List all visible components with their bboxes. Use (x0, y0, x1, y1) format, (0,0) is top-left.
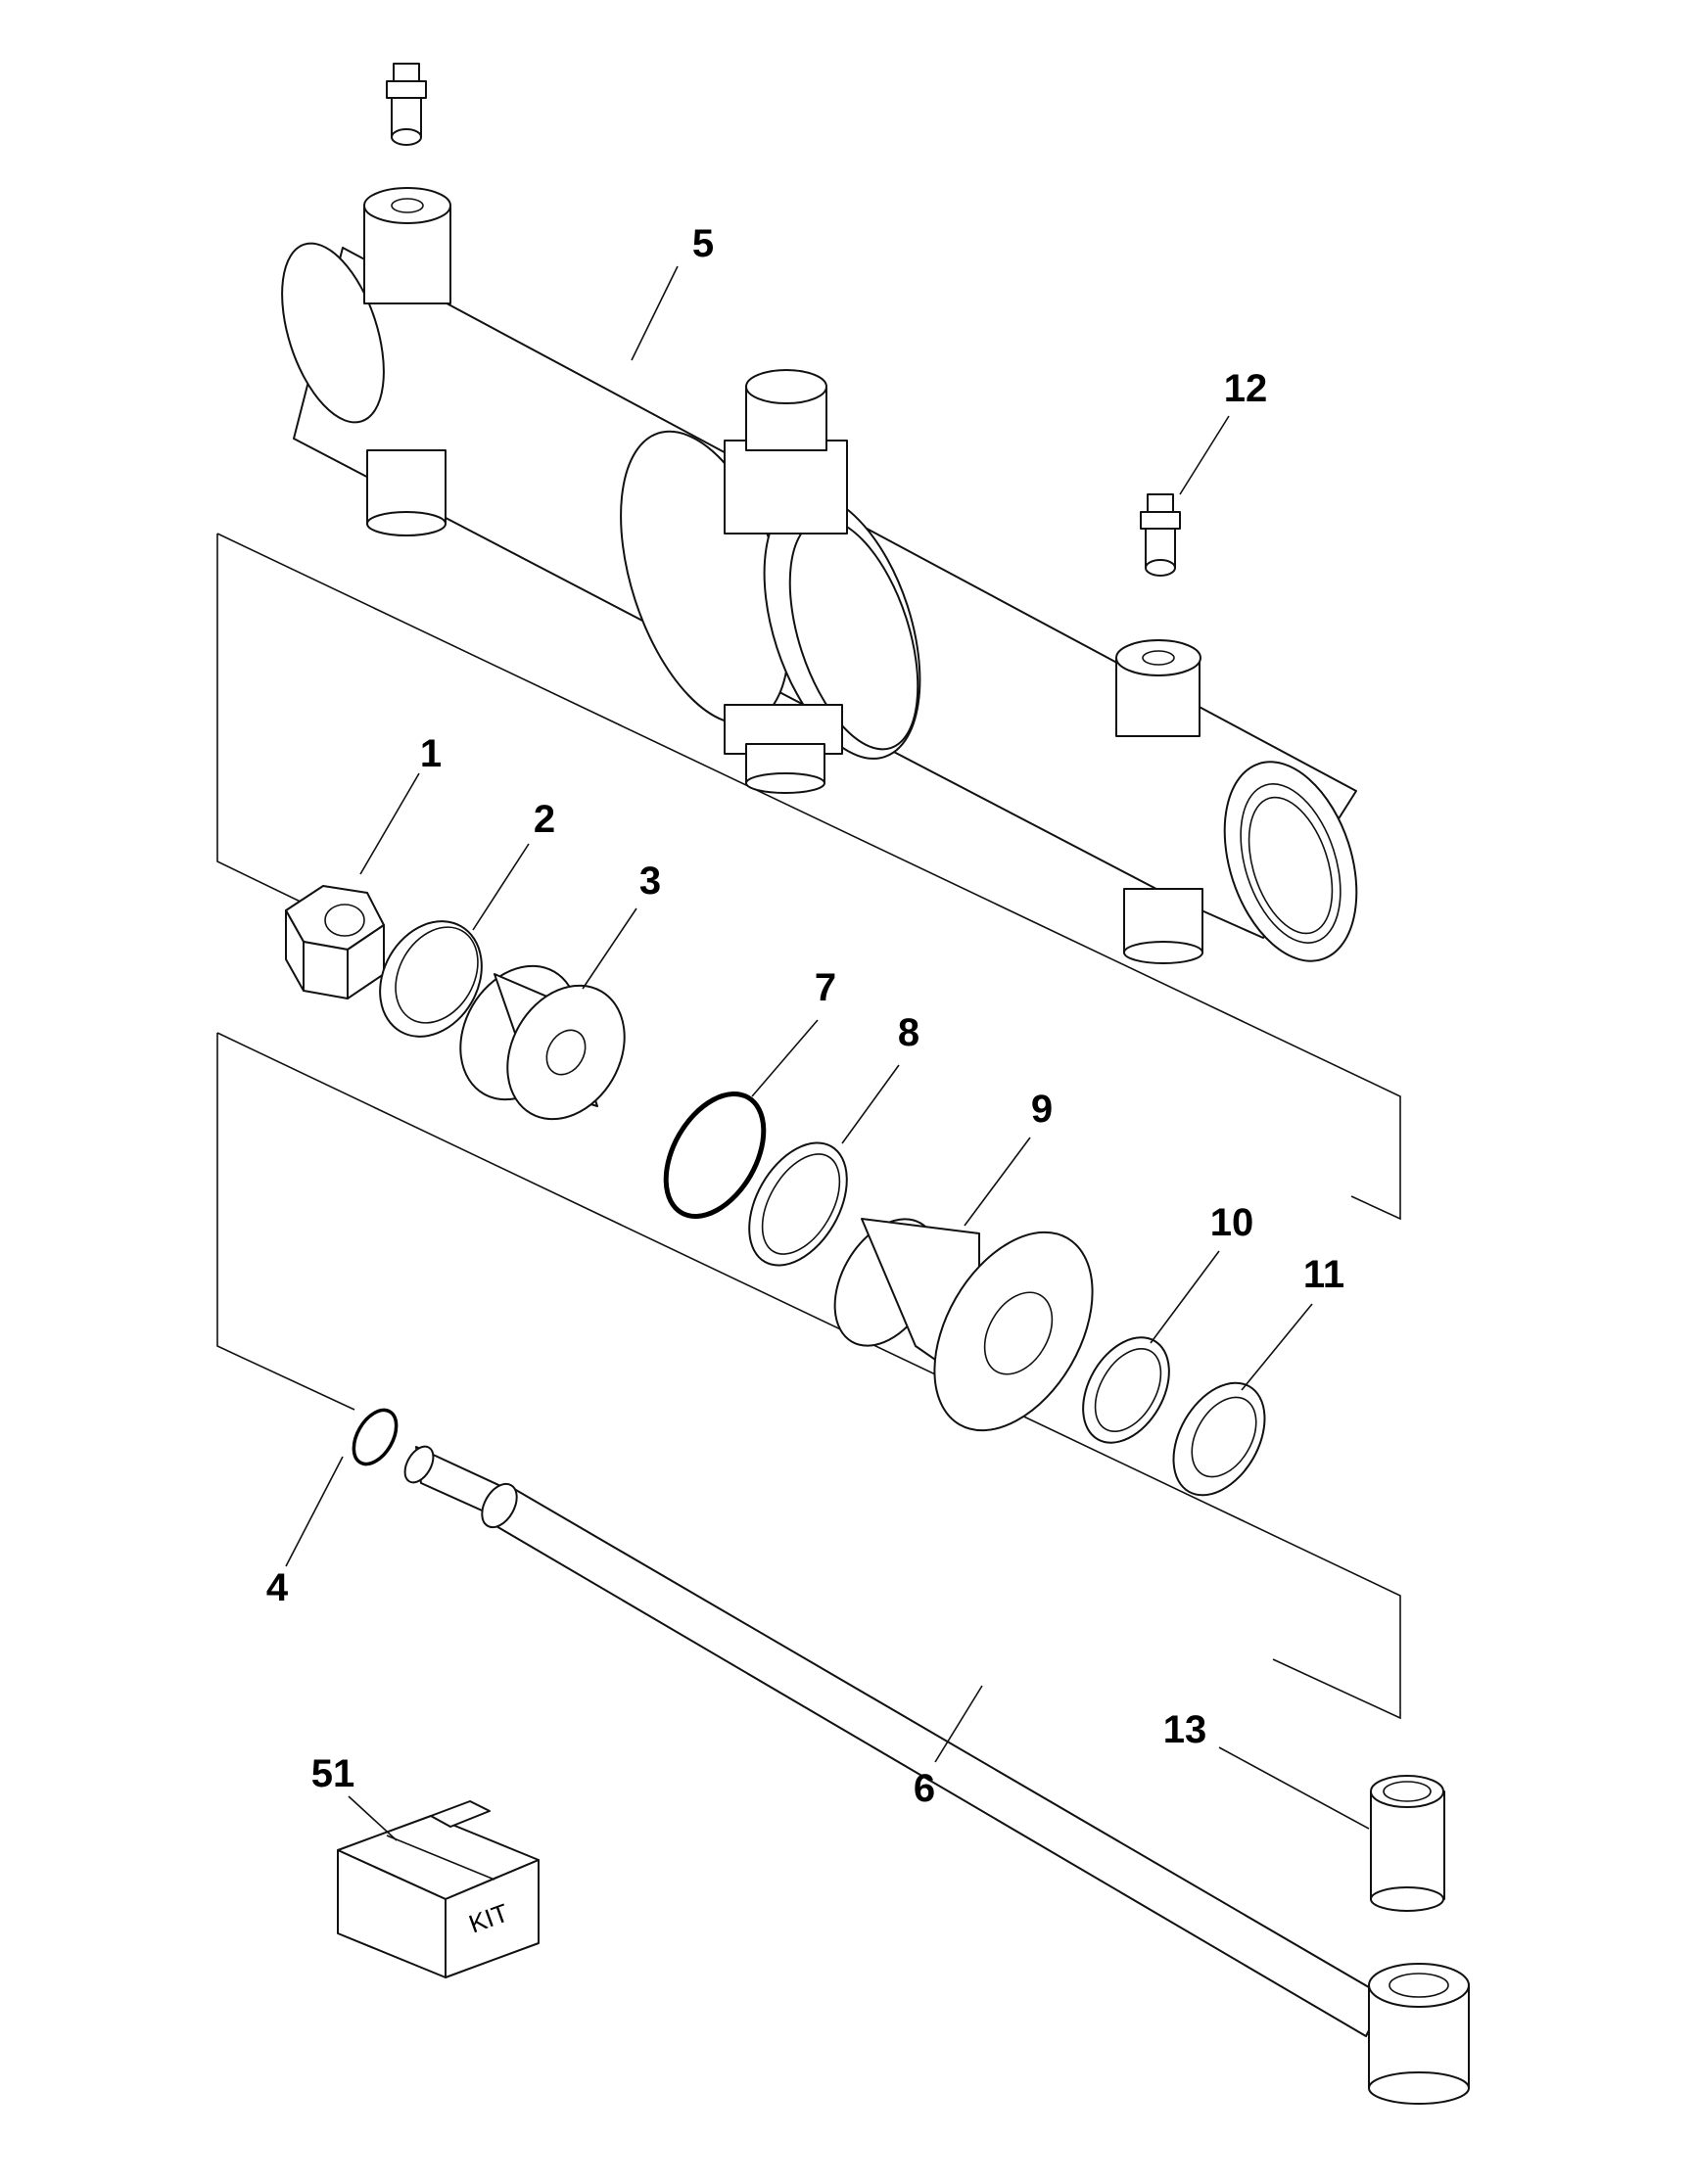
o-ring-small (352, 1408, 399, 1466)
callout-numbers: 5 12 1 2 3 7 8 9 10 11 4 13 51 6 (266, 222, 1344, 1810)
kit-box: KIT (337, 1800, 540, 1978)
callout-11: 11 (1303, 1253, 1344, 1296)
o-ring-large (663, 1091, 767, 1220)
callout-2: 2 (534, 798, 555, 841)
rod-seal (1082, 1336, 1170, 1444)
callout-1: 1 (420, 732, 442, 775)
piston-rod (403, 1445, 1470, 2105)
callout-3: 3 (639, 860, 661, 903)
callout-6: 6 (914, 1767, 935, 1810)
piston (459, 964, 626, 1121)
callout-10: 10 (1210, 1201, 1254, 1244)
assembly-frame-lower (216, 1032, 1401, 1720)
rod-wiper (1172, 1381, 1266, 1497)
assembly-frame-upper (216, 533, 1401, 1221)
bushing (1370, 1775, 1445, 1912)
callout-13: 13 (1163, 1708, 1207, 1751)
backup-ring (748, 1141, 848, 1267)
grease-fitting-top (386, 63, 427, 146)
callout-5: 5 (692, 222, 714, 265)
gland (833, 1218, 1094, 1432)
callout-9: 9 (1031, 1088, 1053, 1131)
cylinder-barrel (281, 187, 1358, 964)
callout-4: 4 (266, 1566, 289, 1609)
callout-7: 7 (815, 966, 836, 1009)
grease-fitting-right (1140, 493, 1181, 577)
callout-51: 51 (311, 1752, 355, 1795)
wear-ring (379, 920, 483, 1038)
hex-nut (285, 885, 385, 999)
callout-12: 12 (1224, 367, 1268, 410)
callout-8: 8 (898, 1011, 919, 1054)
leader-lines (285, 265, 1370, 1841)
